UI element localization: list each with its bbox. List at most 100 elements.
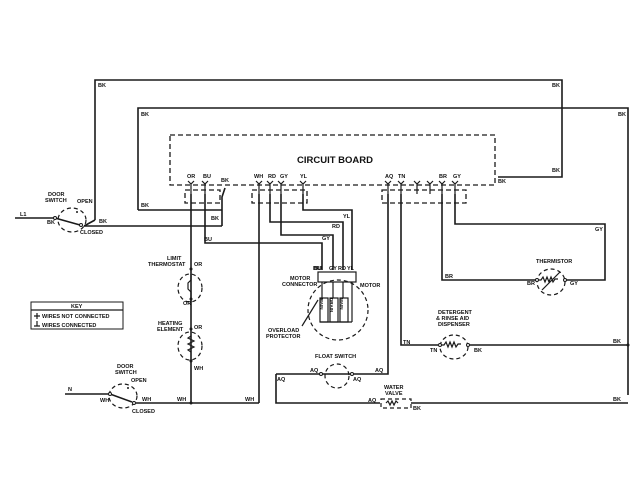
junction	[626, 343, 630, 347]
motor-pin-bu: BU	[314, 266, 322, 272]
inner-loop-label-tl: BK	[141, 112, 149, 118]
terminal	[535, 278, 539, 282]
gy-thermistor-wire	[454, 194, 606, 281]
dispenser-left: TN	[430, 348, 437, 354]
motor-connector	[317, 271, 357, 283]
door-switch-top-label-2: SWITCH	[45, 198, 67, 204]
rd-wire	[269, 194, 344, 270]
wire-label-bk-dispenser: BK	[613, 339, 621, 345]
inner-loop-label-bl: BK	[141, 203, 149, 209]
yl-wire	[302, 194, 353, 270]
float-switch-outline	[324, 363, 350, 389]
float-switch-left: AQ	[310, 368, 319, 374]
br-wire	[441, 194, 536, 281]
terminal	[189, 327, 193, 331]
door-switch-top-label-1: DOOR	[48, 192, 65, 198]
motor-outline	[307, 279, 369, 341]
terminal	[132, 401, 136, 405]
pin-wh: WH	[254, 174, 263, 180]
pin-yl: YL	[300, 174, 308, 180]
bu-wire	[204, 194, 323, 270]
wire-label-aq-float: AQ	[375, 368, 384, 374]
bk-board-wire	[221, 187, 226, 226]
wire-label-rd: RD	[332, 224, 340, 230]
dispenser-label-3: DISPENSER	[438, 322, 470, 328]
limit-thermostat-symbol	[187, 274, 192, 302]
pin-gy2: GY	[453, 174, 461, 180]
wire-label-bk-valve: BK	[613, 397, 621, 403]
aq-left-wire	[275, 374, 380, 404]
heating-element-coil-icon	[186, 335, 196, 353]
junction	[189, 401, 193, 405]
door-switch-bottom-outline	[108, 383, 138, 409]
motor-pin-rd: RD	[338, 266, 346, 272]
terminal	[76, 211, 78, 213]
key-item-not-connected: WIRES NOT CONNECTED	[42, 314, 110, 320]
limit-thermostat-bottom: OR	[183, 301, 191, 307]
thermistor-label: THERMISTOR	[536, 259, 572, 265]
pin-gy: GY	[280, 174, 288, 180]
heating-element-outline	[177, 331, 203, 361]
wire-label-bu: BU	[204, 237, 212, 243]
float-switch-label: FLOAT SWITCH	[315, 354, 356, 360]
door-switch-top-open: OPEN	[77, 199, 93, 205]
connector-mid	[251, 189, 308, 204]
l1-label: L1	[20, 212, 26, 218]
connector-right	[381, 189, 467, 204]
connector-left	[184, 189, 221, 204]
door-switch-bottom-open: OPEN	[131, 378, 147, 384]
dispenser-label-2: & RINSE AID	[436, 316, 469, 322]
terminal	[438, 343, 442, 347]
terminal	[350, 372, 354, 376]
door-switch-top-arm	[54, 217, 81, 226]
circuit-board	[169, 134, 496, 186]
heating-element-top: OR	[194, 325, 202, 331]
terminal	[189, 359, 193, 363]
tn-wire	[400, 194, 438, 346]
inner-loop-label-tr: BK	[618, 112, 626, 118]
terminal	[108, 392, 112, 396]
winding-main-1: MAIN	[319, 298, 324, 310]
motor-label: MOTOR	[360, 283, 380, 289]
terminal	[127, 387, 129, 389]
key-box	[30, 301, 124, 330]
motor-pin-gy: GY	[329, 266, 337, 272]
limit-thermostat-label-2: THERMOSTAT	[148, 262, 186, 268]
float-switch-right: AQ	[353, 377, 362, 383]
water-valve-coil-icon	[385, 399, 399, 407]
bk-join	[83, 219, 96, 227]
pin-or: OR	[187, 174, 195, 180]
terminal	[189, 297, 193, 301]
wire-label-yl: YL	[343, 214, 351, 220]
wires-connected-icon	[34, 321, 40, 327]
thermistor-right: GY	[570, 281, 578, 287]
water-valve-left: AQ	[368, 398, 377, 404]
inner-loop-label-br: BK	[552, 168, 560, 174]
pin-bu: BU	[203, 174, 211, 180]
water-valve-outline	[380, 398, 412, 409]
dispenser-coil-icon	[441, 340, 461, 349]
wire-label-wh-mid: WH	[177, 397, 186, 403]
heating-element-label-1: HEATING	[158, 321, 182, 327]
motor-windings	[319, 282, 353, 323]
board-right-bk: BK	[498, 179, 506, 185]
pin-rd: RD	[268, 174, 276, 180]
wire-label-bk: BK	[211, 216, 219, 222]
dispenser-outline	[439, 334, 469, 360]
heating-element-label-2: ELEMENT	[157, 327, 184, 333]
pin-bk: BK	[221, 178, 229, 184]
outer-loop-label-right: BK	[552, 83, 560, 89]
winding-main-2: MAIN	[339, 298, 344, 310]
overload-label-2: PROTECTOR	[266, 334, 300, 340]
dispenser-label-1: DETERGENT	[438, 310, 473, 316]
wires-not-connected-icon	[34, 313, 40, 319]
water-valve-right: BK	[413, 406, 421, 412]
terminal	[563, 278, 567, 282]
motor-connector-label-2: CONNECTOR	[282, 282, 317, 288]
thermistor-variable-arrow	[541, 271, 561, 291]
door-switch-bottom-label-2: SWITCH	[115, 370, 137, 376]
wire-label-aq-left: AQ	[277, 377, 286, 383]
pin-ticks	[187, 180, 459, 194]
wire-label-gy-thermistor: GY	[595, 227, 603, 233]
